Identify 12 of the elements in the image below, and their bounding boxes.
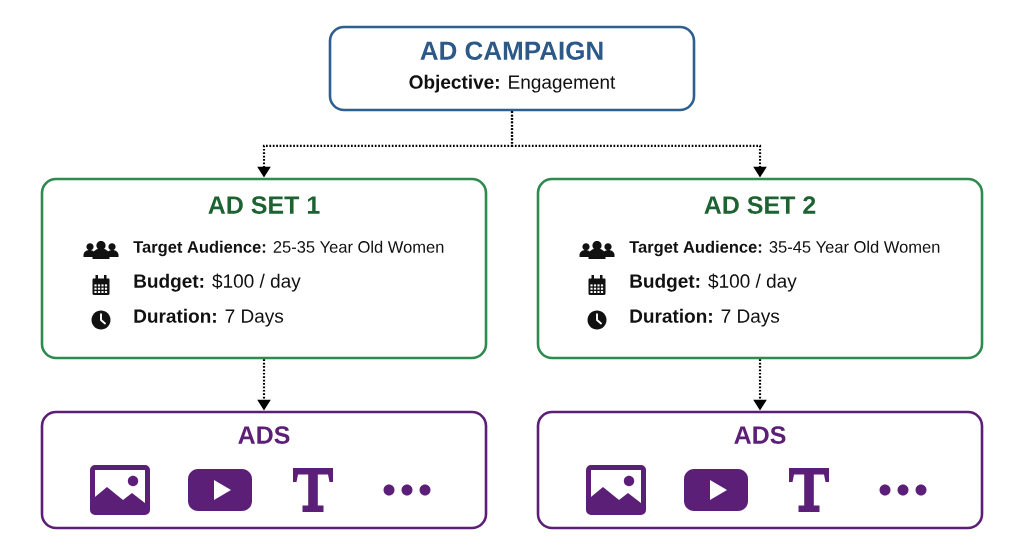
- box-title: AD CAMPAIGN: [420, 41, 603, 60]
- box-title: AD SET 2: [704, 196, 816, 214]
- detail-text: Duration: 7 Days: [630, 308, 780, 327]
- box-title: ADS: [734, 426, 786, 444]
- detail-text: Duration: 7 Days: [134, 308, 284, 327]
- subtitle-text: Objective: Engagement: [409, 74, 616, 93]
- box-title: ADS: [238, 426, 290, 444]
- detail-text: Target Audience: 35-45 Year Old Women: [629, 240, 940, 257]
- box-title: AD SET 1: [208, 196, 320, 214]
- detail-text: Target Audience: 25-35 Year Old Women: [133, 240, 444, 257]
- detail-text: Budget: $100 / day: [134, 273, 301, 292]
- detail-text: Budget: $100 / day: [630, 273, 797, 292]
